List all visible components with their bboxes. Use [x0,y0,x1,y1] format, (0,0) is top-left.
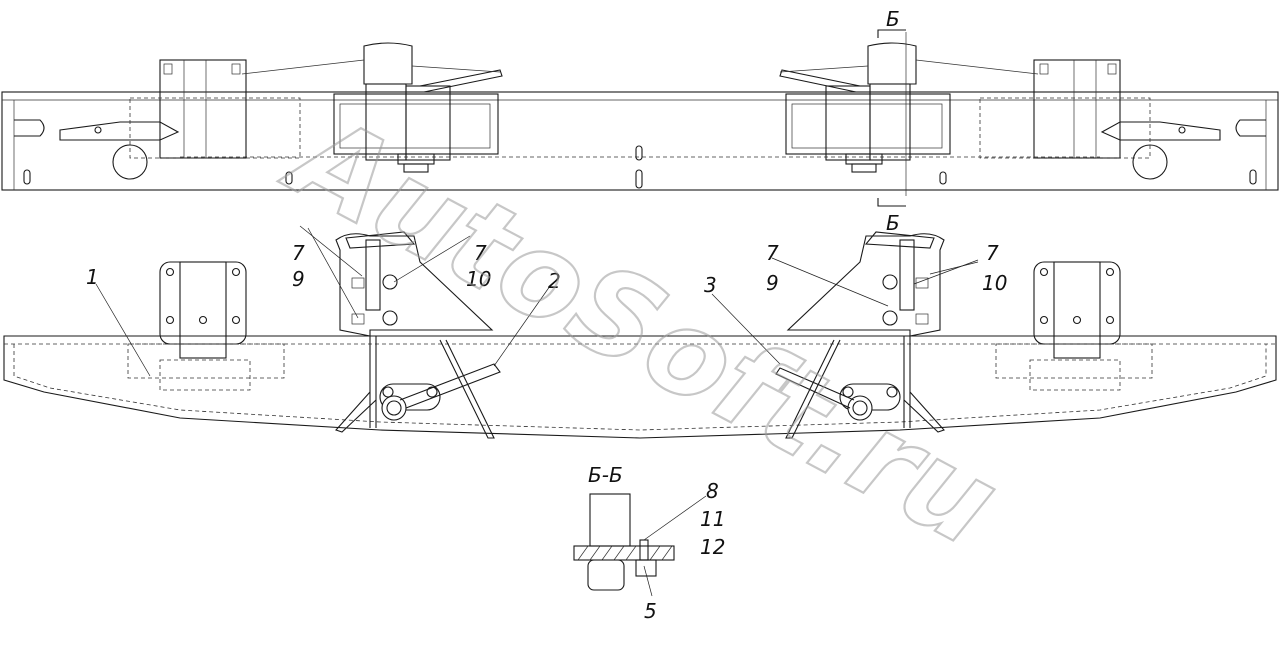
callout-3: 3 [704,273,717,297]
callout-11: 11 [700,507,725,531]
callout-5: 5 [644,599,657,623]
leader-lines [95,225,979,377]
callout-7-left-right: 7 [474,241,487,265]
callout-9-right-left: 9 [766,271,779,295]
callout-9-left-upper: 9 [292,267,305,291]
front-view [3,231,1277,439]
callout-10-right-right: 10 [982,271,1007,295]
callout-7-right-right: 7 [986,241,999,265]
callout-2: 2 [548,269,561,293]
callout-8: 8 [706,479,719,503]
section-mark-top: Б [886,7,900,31]
callouts: 7 9 7 10 1 2 3 7 9 7 10 8 11 12 5 [86,241,1007,623]
callout-12: 12 [700,535,725,559]
section-mark-bottom: Б [886,211,900,235]
top-view: Б Б [1,7,1279,235]
callout-1: 1 [86,265,99,289]
section-view: Б-Б [573,463,707,597]
section-view-title: Б-Б [588,463,623,487]
callout-7-right-left: 7 [766,241,779,265]
callout-7-left-upper: 7 [292,241,305,265]
callout-10-left-right: 10 [466,267,491,291]
